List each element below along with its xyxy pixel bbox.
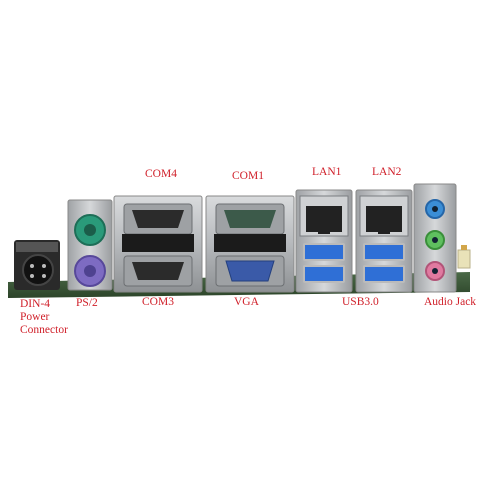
label-din4-line1: DIN-4 [20,298,51,310]
lan2-port [366,206,402,232]
label-com4: COM4 [145,168,177,180]
label-vga: VGA [234,296,259,308]
label-com1: COM1 [232,170,264,182]
label-din4-line2: Power [20,311,50,323]
com3-port [132,262,184,280]
label-audio-jack: Audio Jack [424,296,477,308]
label-usb30: USB3.0 [342,296,379,308]
audio-jack-stack [413,183,457,293]
com4-com3-stack [113,195,203,293]
com1-vga-stack [205,195,295,293]
usb30-port-4 [363,265,405,283]
label-com3: COM3 [142,296,174,308]
com4-port [132,210,184,228]
label-din4-power-connector: DIN-4 Power Connector [20,298,68,337]
usb30-port-3 [363,243,405,261]
vga-port [225,260,275,282]
label-lan1: LAN1 [312,166,342,178]
label-lan2: LAN2 [372,166,402,178]
lan1-port [306,206,342,232]
label-ps2: PS/2 [76,297,98,309]
usb30-port-1 [303,243,345,261]
lan1-usb-stack [295,189,353,293]
din4-power-connector [14,240,60,290]
com1-port [224,210,276,228]
label-din4-line3: Connector [20,324,68,336]
usb30-port-2 [303,265,345,283]
ps2-connector-stack [67,199,113,291]
lan2-usb-stack [355,189,413,293]
small-header [457,245,471,269]
